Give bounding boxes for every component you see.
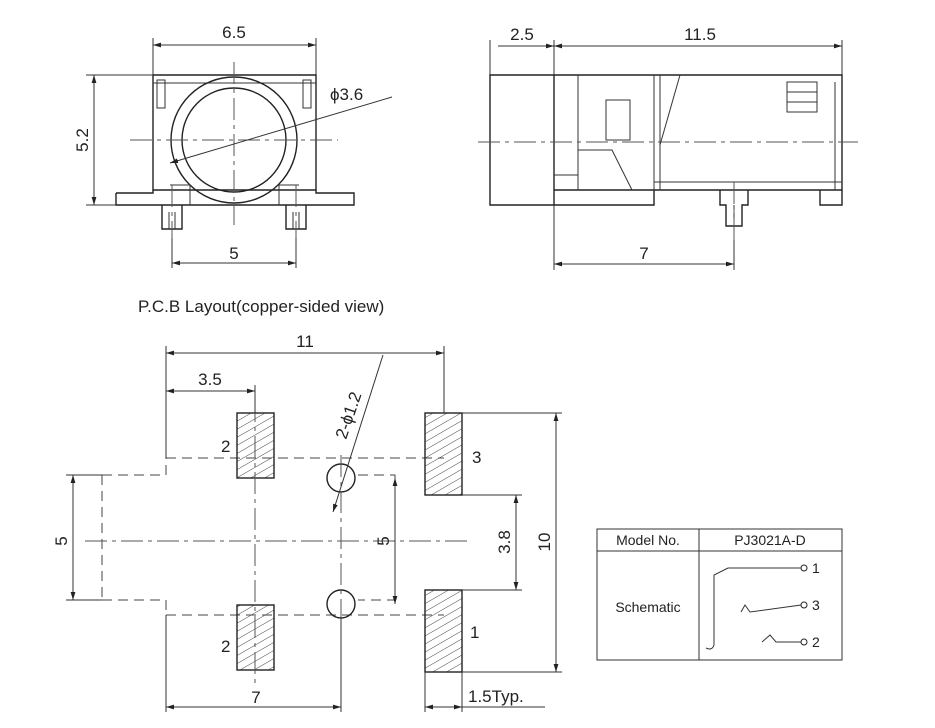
dim-pin-offset: 7: [639, 244, 648, 263]
side-view: 2.5 11.5 7: [478, 25, 858, 270]
dim-front-length: 2.5: [510, 25, 534, 44]
pad-number-bottom-right: 1: [470, 623, 479, 642]
dim-hole-spacing: 5: [374, 536, 393, 545]
pcb-layout: 2-ϕ1.2 2 2 3 1 11 3.5 5 5 3.8 10: [52, 332, 562, 712]
pcb-layout-title: P.C.B Layout(copper-sided view): [138, 297, 384, 316]
dim-pad-offset: 3.5: [198, 370, 222, 389]
jack-schematic-icon: [705, 564, 808, 650]
dim-front-width: 6.5: [222, 23, 246, 42]
front-view: 6.5 5.2 ϕ3.6 5: [73, 23, 393, 268]
schematic-pin-2: 2: [812, 634, 820, 650]
dim-lower-width: 7: [251, 688, 260, 707]
dim-body-height: 5: [52, 536, 71, 545]
dim-pad-width: 1.5Typ.: [468, 687, 524, 706]
dim-pad-gap: 3.8: [495, 530, 514, 554]
dim-body-length: 11.5: [684, 25, 716, 44]
spec-table: Model No. PJ3021A-D Schematic 1 3 2: [596, 528, 843, 661]
model-value: PJ3021A-D: [734, 532, 806, 548]
model-header: Model No.: [616, 532, 680, 548]
dim-pin-spacing: 5: [229, 244, 238, 263]
dim-hole: 2-ϕ1.2: [332, 389, 366, 441]
pad-number-bottom-left: 2: [221, 637, 230, 656]
dim-overall-height: 10: [535, 533, 554, 552]
pad-number-top-right: 3: [472, 448, 481, 467]
dim-overall-width: 11: [296, 332, 314, 351]
pad-number-top-left: 2: [221, 437, 230, 456]
pad-bottom-right: [424, 589, 463, 673]
schematic-pin-3: 3: [812, 597, 820, 613]
dim-diameter: ϕ3.6: [330, 85, 363, 104]
pad-top-right: [424, 412, 463, 496]
dim-front-height: 5.2: [73, 128, 92, 152]
schematic-label: Schematic: [615, 599, 680, 615]
schematic-pin-1: 1: [812, 560, 820, 576]
